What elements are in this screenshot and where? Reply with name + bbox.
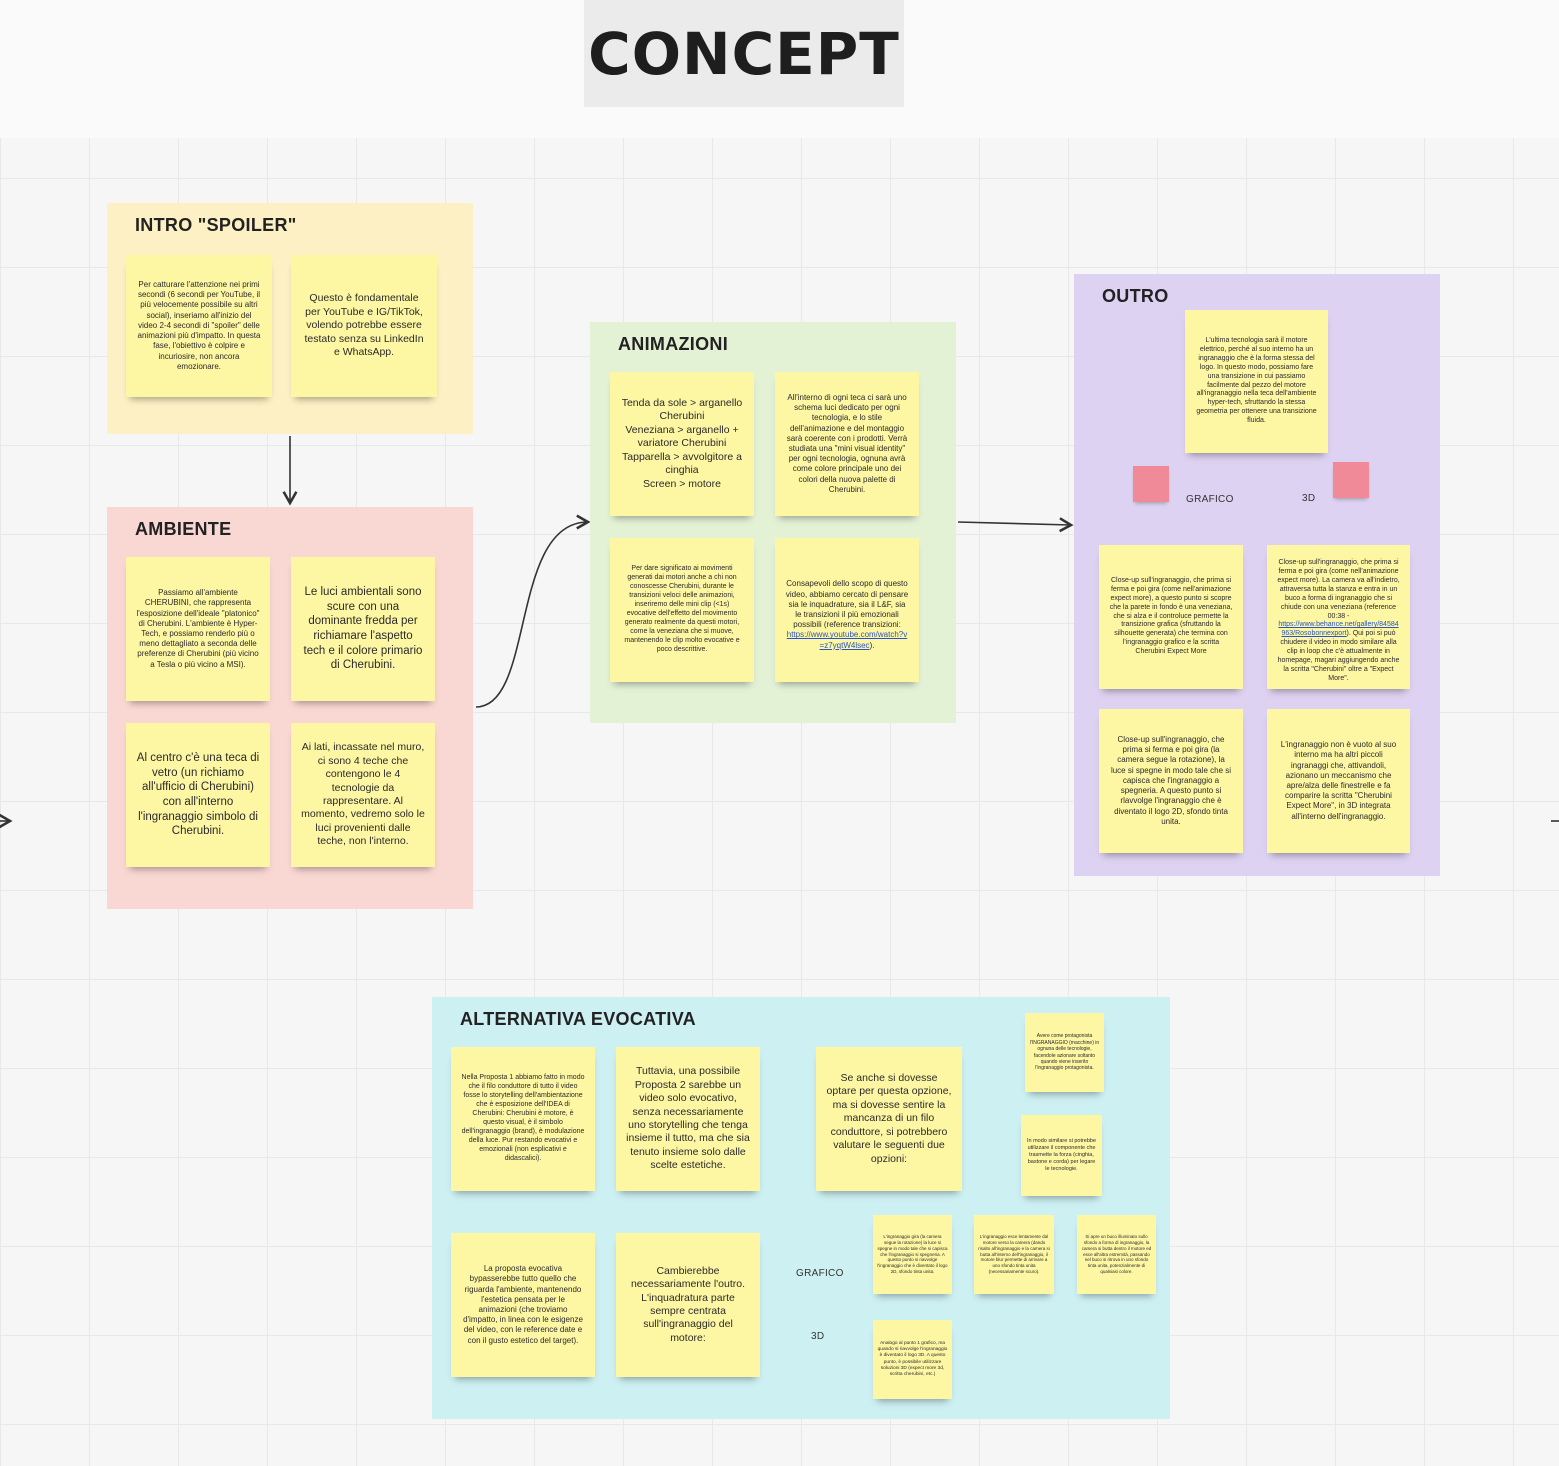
- intro-frame[interactable]: INTRO "SPOILER" Per catturare l'attenzio…: [107, 203, 473, 434]
- pink-comment-note-right[interactable]: [1333, 462, 1369, 498]
- outro-frame[interactable]: OUTRO L'ultima tecnologia sarà il motore…: [1074, 274, 1440, 876]
- concept-title-frame[interactable]: CONCEPT: [584, 0, 904, 107]
- animazioni-note-1-text: Tenda da sole > arganello Cherubini Vene…: [621, 396, 743, 490]
- outro-intro-note-text: L'ultima tecnologia sarà il motore elett…: [1196, 336, 1317, 425]
- animazioni-note-1[interactable]: Tenda da sole > arganello Cherubini Vene…: [610, 372, 754, 516]
- behance-reference-link[interactable]: https://www.behance.net/gallery/84584963…: [1278, 621, 1399, 638]
- connector-ambiente-animazioni: [475, 514, 591, 708]
- ambiente-frame[interactable]: AMBIENTE Passiamo all'ambiente CHERUBINI…: [107, 507, 473, 909]
- alternativa-grafico-step-1[interactable]: L'ingranaggio gira (la camera segue la r…: [873, 1215, 952, 1294]
- animazioni-note-3[interactable]: Per dare significato ai movimenti genera…: [610, 538, 754, 682]
- outro-note-grafico-2-text: Close-up sull'ingranaggio, che prima si …: [1110, 734, 1232, 826]
- intro-note-2[interactable]: Questo è fondamentale per YouTube e IG/T…: [291, 255, 437, 397]
- animazioni-note-4-tail: ).: [869, 640, 875, 650]
- outro-note-grafico-1-text: Close-up sull'ingranaggio, che prima si …: [1109, 576, 1233, 656]
- alternativa-grafico-step-2[interactable]: L'ingranaggio esce lentamente dal motore…: [974, 1215, 1054, 1294]
- alternativa-grafico-step-2-text: L'ingranaggio esce lentamente dal motore…: [978, 1234, 1050, 1274]
- alternativa-note-4[interactable]: La proposta evocativa bypasserebbe tutto…: [451, 1233, 595, 1377]
- animazioni-frame[interactable]: ANIMAZIONI Tenda da sole > arganello Che…: [590, 322, 956, 723]
- animazioni-note-4-text: Consapevoli dello scopo di questo video,…: [785, 579, 909, 630]
- alternativa-option-2[interactable]: In modo similare si potrebbe utilizzare …: [1021, 1115, 1102, 1196]
- ambiente-note-1[interactable]: Passiamo all'ambiente CHERUBINI, che rap…: [126, 557, 270, 701]
- animazioni-note-4-body: Consapevoli dello scopo di questo video,…: [785, 569, 909, 651]
- animazioni-note-3-text: Per dare significato ai movimenti genera…: [624, 565, 740, 653]
- alternativa-grafico-step-3[interactable]: Si apre un buco illuminato sullo sfondo …: [1077, 1215, 1156, 1294]
- alternativa-note-1[interactable]: Nella Proposta 1 abbiamo fatto in modo c…: [451, 1047, 595, 1191]
- alternativa-frame-title: ALTERNATIVA EVOCATIVA: [460, 1009, 696, 1029]
- intro-note-1-text: Per catturare l'attenzione nei primi sec…: [137, 279, 261, 371]
- animazioni-frame-title: ANIMAZIONI: [618, 334, 728, 354]
- ambiente-note-4[interactable]: Ai lati, incassate nel muro, ci sono 4 t…: [291, 723, 435, 867]
- ambiente-note-2-text: Le luci ambientali sono scure con una do…: [303, 585, 423, 672]
- alternativa-option-1[interactable]: Avere come protagonista l'INGRANAGGIO (m…: [1025, 1013, 1104, 1092]
- outro-note-3d-1-text: Close-up sull'ingranaggio, che prima si …: [1277, 558, 1400, 620]
- alternativa-note-5-text: Cambierebbe necessariamente l'outro. L'i…: [630, 1264, 746, 1344]
- ambiente-note-4-text: Ai lati, incassate nel muro, ci sono 4 t…: [301, 741, 425, 848]
- youtube-reference-link[interactable]: https://www.youtube.com/watch?v=z7yqtW4l…: [786, 630, 908, 650]
- animazioni-note-2-text: All'interno di ogni teca ci sarà uno sch…: [786, 392, 908, 494]
- outro-note-3d-2-text: L'ingranaggio non è vuoto al suo interno…: [1280, 740, 1397, 821]
- intro-note-1[interactable]: Per catturare l'attenzione nei primi sec…: [126, 255, 272, 397]
- board-title: CONCEPT: [588, 19, 900, 88]
- outro-note-3d-1-body: Close-up sull'ingranaggio, che prima si …: [1277, 550, 1400, 684]
- outro-intro-note[interactable]: L'ultima tecnologia sarà il motore elett…: [1185, 310, 1328, 453]
- outro-note-grafico-1[interactable]: Close-up sull'ingranaggio, che prima si …: [1099, 545, 1243, 689]
- outro-branch-label-grafico: GRAFICO: [1186, 494, 1234, 505]
- outro-note-3d-1[interactable]: Close-up sull'ingranaggio, che prima si …: [1267, 545, 1410, 689]
- alternativa-option-2-text: In modo similare si potrebbe utilizzare …: [1026, 1137, 1097, 1173]
- ambiente-frame-title: AMBIENTE: [135, 519, 232, 539]
- alternativa-3d-step-1-text: Analogo al punto 1 grafico, ma quando si…: [877, 1341, 948, 1377]
- ambiente-note-3[interactable]: Al centro c'è una teca di vetro (un rich…: [126, 723, 270, 867]
- ambiente-note-3-text: Al centro c'è una teca di vetro (un rich…: [136, 751, 260, 838]
- animazioni-note-2[interactable]: All'interno di ogni teca ci sarà uno sch…: [775, 372, 919, 516]
- connector-animazioni-outro: [957, 517, 1074, 533]
- alternativa-note-3[interactable]: Se anche si dovesse optare per questa op…: [816, 1047, 962, 1191]
- alternativa-grafico-step-1-text: L'ingranaggio gira (la camera segue la r…: [877, 1234, 948, 1274]
- alternativa-3d-step-1[interactable]: Analogo al punto 1 grafico, ma quando si…: [873, 1320, 952, 1399]
- alternativa-option-1-text: Avere come protagonista l'INGRANAGGIO (m…: [1029, 1033, 1100, 1072]
- alternativa-note-1-text: Nella Proposta 1 abbiamo fatto in modo c…: [461, 1074, 585, 1162]
- intro-frame-title: INTRO "SPOILER": [135, 215, 297, 235]
- ambiente-note-2[interactable]: Le luci ambientali sono scure con una do…: [291, 557, 435, 701]
- animazioni-note-4[interactable]: Consapevoli dello scopo di questo video,…: [775, 538, 919, 682]
- alternativa-note-4-text: La proposta evocativa bypasserebbe tutto…: [463, 1264, 583, 1345]
- outro-note-3d-1-tail: ). Qui poi si può chiudere il video in m…: [1277, 630, 1400, 683]
- alternativa-note-2-text: Tuttavia, una possibile Proposta 2 sareb…: [626, 1065, 750, 1172]
- alternativa-note-2[interactable]: Tuttavia, una possibile Proposta 2 sareb…: [616, 1047, 760, 1191]
- alternativa-grafico-step-3-text: Si apre un buco illuminato sullo sfondo …: [1081, 1234, 1152, 1274]
- outro-branch-label-3d: 3D: [1302, 493, 1316, 504]
- alternativa-branch-label-grafico: GRAFICO: [796, 1268, 844, 1279]
- alternativa-branch-label-3d: 3D: [811, 1331, 825, 1342]
- outro-note-3d-2[interactable]: L'ingranaggio non è vuoto al suo interno…: [1267, 709, 1410, 853]
- intro-note-2-text: Questo è fondamentale per YouTube e IG/T…: [304, 292, 424, 359]
- outro-frame-title: OUTRO: [1102, 286, 1169, 306]
- alternativa-frame[interactable]: ALTERNATIVA EVOCATIVA Nella Proposta 1 a…: [432, 997, 1170, 1419]
- alternativa-note-5[interactable]: Cambierebbe necessariamente l'outro. L'i…: [616, 1233, 760, 1377]
- ambiente-note-1-text: Passiamo all'ambiente CHERUBINI, che rap…: [136, 588, 260, 669]
- pink-comment-note-left[interactable]: [1133, 466, 1169, 502]
- alternativa-note-3-text: Se anche si dovesse optare per questa op…: [826, 1071, 952, 1165]
- outro-note-grafico-2[interactable]: Close-up sull'ingranaggio, che prima si …: [1099, 709, 1243, 853]
